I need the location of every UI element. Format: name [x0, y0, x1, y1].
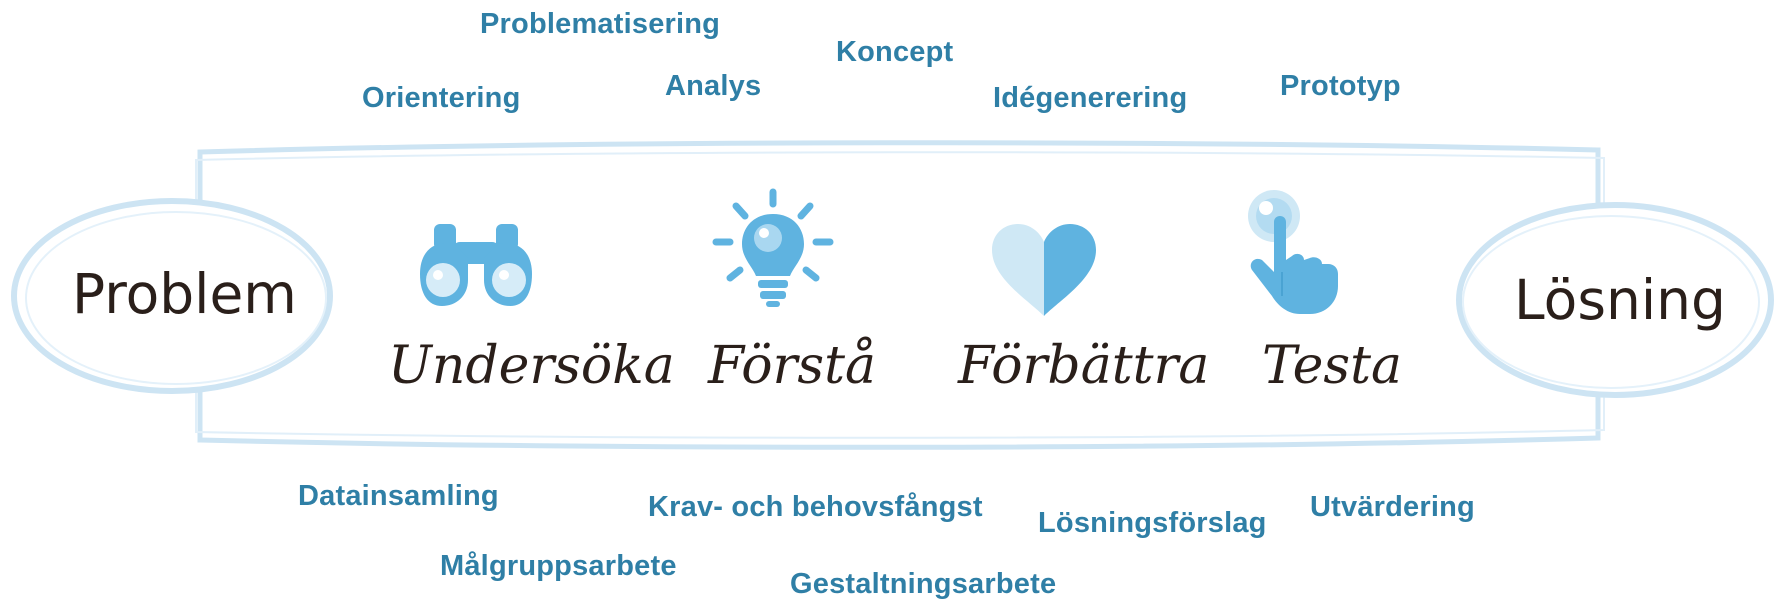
keyword-krav: Krav- och behovsfångst [648, 491, 983, 523]
keyword-datainsamling: Datainsamling [298, 480, 499, 512]
problem-label: Problem [72, 262, 297, 326]
keyword-analys: Analys [665, 70, 762, 102]
losning-oval [1456, 202, 1774, 398]
keyword-orientering: Orientering [362, 82, 521, 114]
keyword-prototyp: Prototyp [1280, 70, 1401, 102]
lightbulb-icon [712, 188, 834, 307]
losning-label: Lösning [1514, 268, 1726, 332]
pointing-hand-icon [1248, 190, 1338, 314]
stage-label-testa: Testa [1262, 336, 1403, 396]
keyword-problematisering: Problematisering [480, 8, 721, 40]
keyword-gestaltning: Gestaltningsarbete [790, 568, 1057, 600]
losning-oval-inner [1462, 215, 1760, 389]
problem-oval [11, 198, 333, 394]
stage-label-forbattra: Förbättra [958, 336, 1210, 396]
central-band-inner [195, 151, 1605, 439]
stage-label-forsta: Förstå [708, 336, 876, 396]
central-band-outline [197, 140, 1601, 450]
keyword-idegenerering: Idégenerering [993, 82, 1188, 114]
stage-label-undersoka: Undersöka [388, 336, 675, 396]
keyword-losningsforslag: Lösningsförslag [1038, 507, 1267, 539]
keyword-utvardering: Utvärdering [1310, 491, 1475, 523]
binoculars-icon [420, 224, 532, 306]
keyword-malgrupp: Målgruppsarbete [440, 550, 677, 582]
problem-oval-inner [25, 211, 327, 385]
heart-icon [992, 224, 1096, 316]
keyword-koncept: Koncept [836, 36, 954, 68]
